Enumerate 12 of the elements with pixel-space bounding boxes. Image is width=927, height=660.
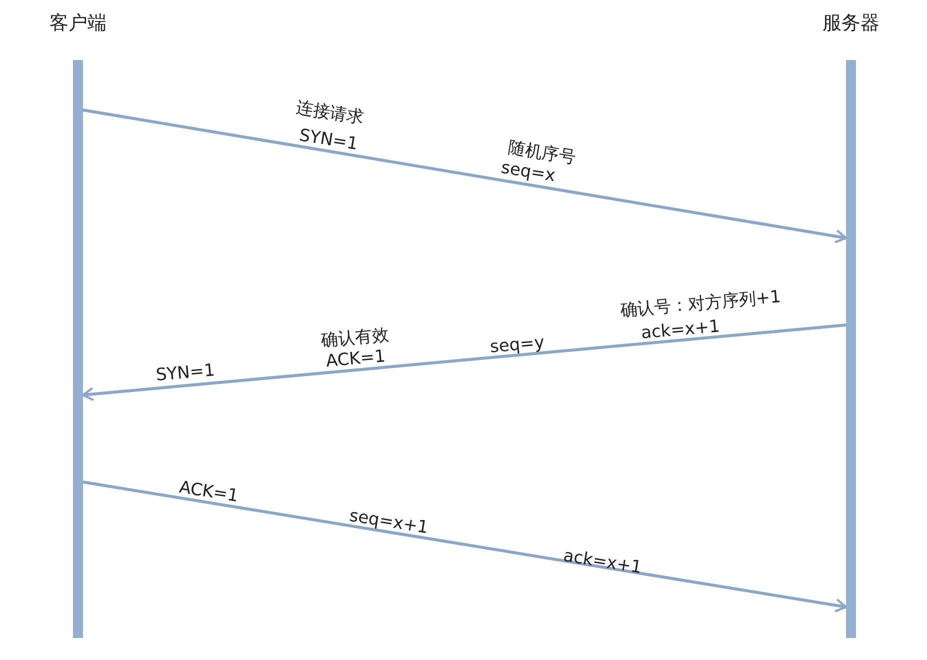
message-label: ACK=1 (177, 477, 240, 507)
message-arrow (82, 324, 846, 402)
message-label: seq=y (489, 332, 546, 358)
message-label: SYN=1 (297, 126, 359, 154)
message-label: 连接请求 (294, 96, 366, 128)
message-arrow (82, 480, 848, 612)
participant-label: 客户端 (48, 11, 108, 36)
participant-label: 服务器 (822, 11, 880, 36)
message-label: ack=x+1 (561, 546, 643, 578)
message-arrow (82, 108, 848, 244)
message-label: seq=x+1 (347, 506, 430, 538)
message-label: SYN=1 (154, 360, 216, 386)
